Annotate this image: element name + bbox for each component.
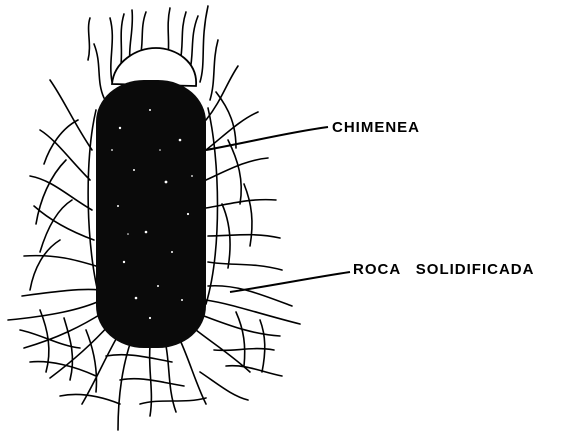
vein (208, 235, 280, 238)
vein (180, 340, 206, 404)
vein (118, 338, 132, 430)
vein (22, 289, 100, 296)
vein (120, 379, 184, 386)
vein (244, 184, 252, 246)
label-roca-solidificada: ROCA SOLIDIFICADA (353, 261, 534, 278)
vein (200, 6, 208, 82)
chimenea-leader-line (206, 127, 328, 150)
vein (88, 18, 90, 60)
vein (64, 318, 72, 380)
vein (24, 256, 96, 266)
vein (110, 18, 112, 82)
vein (206, 66, 238, 120)
roca-leader-line (230, 272, 350, 292)
vein (166, 346, 176, 412)
vein (106, 355, 172, 362)
vein (30, 240, 60, 290)
vein (94, 44, 104, 98)
vein (34, 206, 94, 240)
vein (210, 40, 218, 100)
vein (228, 140, 241, 204)
vein (30, 176, 92, 210)
vein (208, 262, 282, 270)
vein (82, 332, 120, 404)
vein (260, 320, 265, 372)
vein (60, 394, 120, 404)
vein (190, 16, 198, 70)
label-chimenea: CHIMENEA (332, 119, 420, 136)
vein (236, 312, 245, 366)
vein (36, 160, 66, 224)
vein (150, 346, 152, 416)
vein (8, 300, 102, 320)
vein (44, 120, 78, 164)
vein (200, 372, 248, 400)
chimney-body (96, 80, 206, 348)
vein (40, 200, 72, 252)
vein (226, 366, 282, 376)
